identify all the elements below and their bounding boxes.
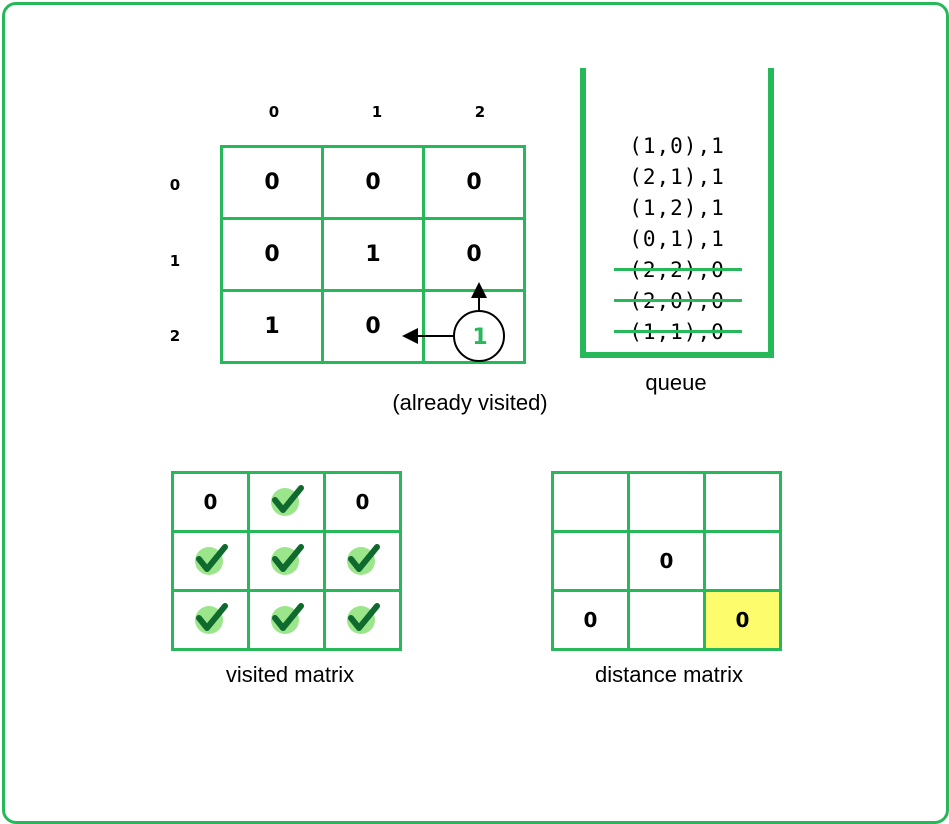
visited-cell: 0: [171, 471, 250, 533]
grid-cell: 1: [220, 289, 324, 364]
strike-line: [614, 268, 742, 271]
visited-matrix-label: visited matrix: [225, 662, 355, 687]
col-header-1: 1: [371, 103, 383, 121]
grid-cell: 0: [422, 217, 526, 292]
queue-item: (1,0),1: [629, 134, 725, 158]
current-cell-value: 1: [472, 325, 487, 350]
distance-cell: [703, 471, 782, 533]
grid-cell: 1: [321, 217, 425, 292]
distance-cell: 0: [551, 589, 630, 651]
grid-row: [171, 589, 402, 651]
grid-row: 0 0: [171, 471, 402, 533]
visited-cell-checked: [247, 589, 326, 651]
grid-row: [171, 530, 402, 592]
distance-matrix: 0 0 0: [551, 471, 782, 651]
col-header-2: 2: [474, 103, 486, 121]
distance-cell: [703, 530, 782, 592]
distance-cell: [627, 589, 706, 651]
distance-cell: [551, 530, 630, 592]
visited-cell-checked: [171, 530, 250, 592]
visited-cell-checked: [171, 589, 250, 651]
row-header-0: 0: [169, 176, 181, 194]
col-header-0: 0: [268, 103, 280, 121]
distance-cell-highlighted: 0: [703, 589, 782, 651]
grid-row: [551, 471, 782, 533]
check-icon: [194, 543, 228, 575]
visited-cell: 0: [323, 471, 402, 533]
grid-cell: 0: [220, 145, 324, 220]
distance-matrix-label: distance matrix: [595, 662, 743, 687]
row-header-1: 1: [169, 252, 181, 270]
grid-cell: 0: [220, 217, 324, 292]
check-icon: [194, 602, 228, 634]
check-icon: [270, 602, 304, 634]
grid-row: 0: [551, 530, 782, 592]
distance-cell: [627, 471, 706, 533]
queue-item: (0,1),1: [629, 227, 725, 251]
strike-line: [614, 299, 742, 302]
grid-cell: 0: [321, 145, 425, 220]
grid-row: 0 0: [551, 589, 782, 651]
queue-item: (2,1),1: [629, 165, 725, 189]
queue-container: (1,0),1 (2,1),1 (1,2),1 (0,1),1 (2,2),0 …: [580, 68, 774, 358]
distance-cell: [551, 471, 630, 533]
check-icon: [346, 602, 380, 634]
grid-cell: 0: [422, 145, 526, 220]
queue-label: queue: [645, 370, 707, 395]
grid-row: 0 1 0: [220, 217, 526, 292]
visited-matrix: 0 0: [171, 471, 402, 651]
strike-line: [614, 330, 742, 333]
grid-row: 0 0 0: [220, 145, 526, 220]
check-icon: [270, 543, 304, 575]
input-grid: 0 0 0 0 1 0 1 0: [220, 145, 526, 364]
visited-cell-checked: [247, 471, 326, 533]
grid-cell: 0: [321, 289, 425, 364]
current-cell-circle: [453, 310, 505, 362]
row-header-2: 2: [169, 327, 181, 345]
check-icon: [346, 543, 380, 575]
already-visited-note: (already visited): [392, 390, 548, 415]
visited-cell-checked: [323, 530, 402, 592]
check-icon: [270, 484, 304, 516]
visited-cell-checked: [247, 530, 326, 592]
visited-cell-checked: [323, 589, 402, 651]
distance-cell: 0: [627, 530, 706, 592]
queue-item: (1,2),1: [629, 196, 725, 220]
